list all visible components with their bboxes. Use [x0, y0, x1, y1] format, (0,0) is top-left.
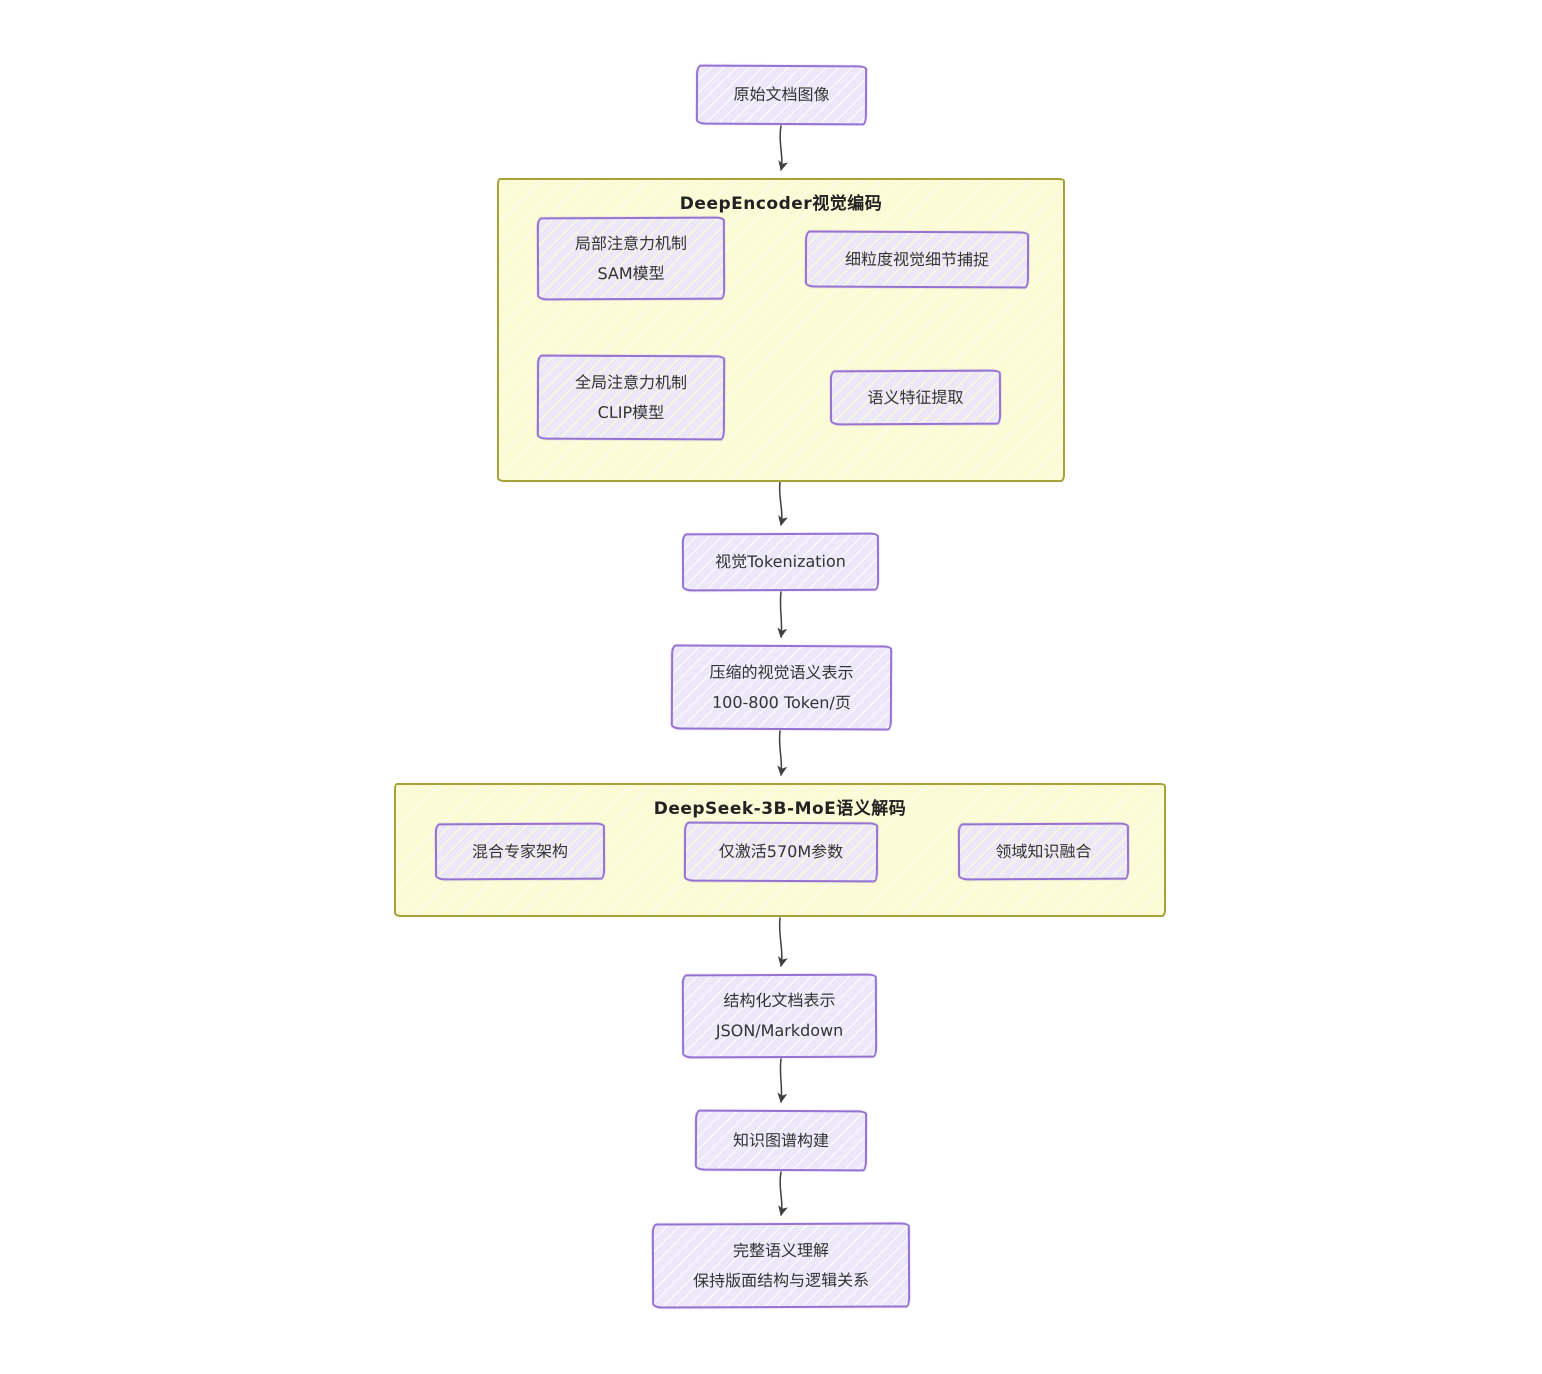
node-domain-knowledge-fusion: 领域知识融合 [957, 822, 1130, 881]
node-label: 视觉Tokenization [715, 551, 846, 572]
arrow-tokenization-to-compressed [777, 591, 788, 638]
node-semantic-feature-extraction: 语义特征提取 [829, 369, 1002, 426]
group-deepseek-moe-title: DeepSeek-3B-MoE语义解码 [653, 799, 907, 819]
node-label: 知识图谱构建 [732, 1130, 830, 1150]
arrow-encoder-to-tokenization [778, 481, 788, 526]
group-deepencoder-title: DeepEncoder视觉编码 [679, 194, 883, 214]
node-fine-grained-detail: 细粒度视觉细节捕捉 [804, 230, 1030, 289]
arrow-decoder-to-structured [777, 917, 788, 967]
node-label: 原始文档图像 [733, 84, 830, 105]
node-label-line1: 压缩的视觉语义表示 [709, 662, 854, 683]
arrow-structured-to-kg [777, 1058, 788, 1103]
node-label-line2: SAM模型 [597, 263, 665, 283]
node-label-line1: 结构化文档表示 [723, 991, 836, 1011]
node-label-line2: JSON/Markdown [715, 1020, 844, 1041]
node-label: 混合专家架构 [471, 841, 569, 861]
node-label-line1: 局部注意力机制 [574, 233, 687, 254]
node-structured-document: 结构化文档表示 JSON/Markdown [681, 973, 878, 1059]
arrow-raw-to-encoder [778, 125, 789, 171]
node-compressed-representation: 压缩的视觉语义表示 100-800 Token/页 [670, 644, 893, 731]
node-label-line2: 保持版面结构与逻辑关系 [693, 1270, 870, 1290]
node-mixture-of-experts: 混合专家架构 [434, 822, 606, 881]
node-label: 细粒度视觉细节捕捉 [844, 249, 990, 270]
node-label: 仅激活570M参数 [718, 841, 844, 862]
node-label: 领域知识融合 [995, 841, 1092, 861]
node-label-line1: 全局注意力机制 [575, 372, 688, 393]
node-label-line2: CLIP模型 [597, 402, 665, 422]
arrow-compressed-to-decoder [777, 730, 788, 776]
node-complete-understanding: 完整语义理解 保持版面结构与逻辑关系 [651, 1222, 911, 1309]
node-raw-document-image: 原始文档图像 [695, 64, 868, 126]
node-activated-params: 仅激活570M参数 [683, 821, 879, 883]
node-label: 语义特征提取 [867, 387, 964, 407]
node-global-attention-clip: 全局注意力机制 CLIP模型 [536, 354, 726, 441]
node-knowledge-graph: 知识图谱构建 [694, 1109, 868, 1172]
node-visual-tokenization: 视觉Tokenization [681, 532, 880, 592]
node-local-attention-sam: 局部注意力机制 SAM模型 [536, 216, 726, 301]
node-label-line1: 完整语义理解 [732, 1240, 829, 1261]
arrow-kg-to-final [778, 1171, 788, 1216]
node-label-line2: 100-800 Token/页 [711, 692, 851, 712]
